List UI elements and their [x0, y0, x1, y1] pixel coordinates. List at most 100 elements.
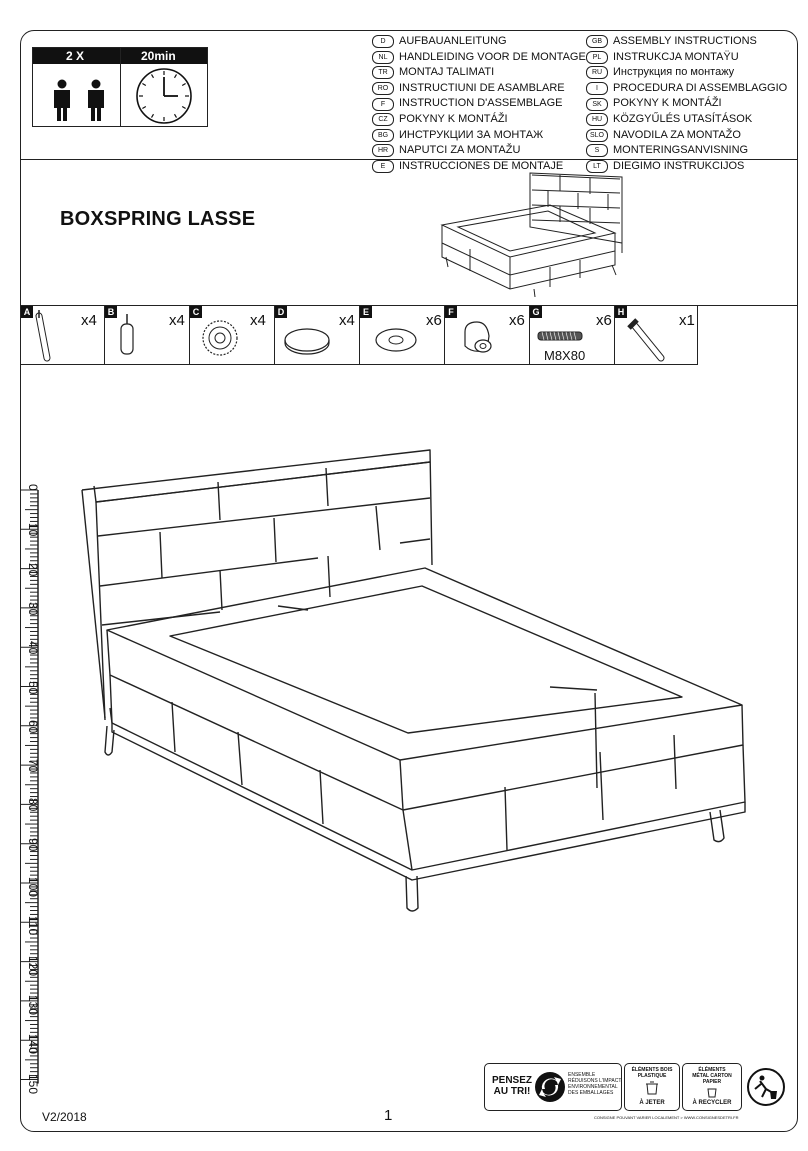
- people-time-box: 2 X 20min: [32, 47, 208, 127]
- part-letter: B: [105, 306, 117, 318]
- part-quantity: x6: [509, 312, 525, 329]
- language-code-badge: I: [586, 82, 608, 96]
- page-number: 1: [384, 1107, 393, 1124]
- language-row: PL INSTRUKCJA MONTAŸU: [586, 50, 787, 66]
- part-quantity: x6: [596, 312, 612, 329]
- recycle-arrows-icon: [535, 1072, 565, 1102]
- part-letter: E: [360, 306, 372, 318]
- bed-illustration: [81, 449, 746, 912]
- bed-thumbnail: [440, 172, 623, 298]
- language-code-badge: RU: [586, 66, 608, 80]
- part-quantity: x4: [250, 312, 266, 329]
- trash-bin-icon: [646, 1081, 658, 1095]
- persons-icon: [54, 79, 104, 121]
- ruler-label: 70: [26, 759, 40, 773]
- language-row: HU KÖZGYŰLÉS UTASÍTÁSOK: [586, 112, 787, 128]
- connector-icon: [464, 321, 492, 353]
- ruler-label: 90: [26, 837, 40, 852]
- part-letter: C: [190, 306, 202, 318]
- trash-box: [624, 1063, 680, 1111]
- language-code-badge: CZ: [372, 113, 394, 127]
- product-title: BOXSPRING LASSE: [60, 208, 256, 230]
- washer-icon: [375, 328, 417, 352]
- people-count: 2 X: [66, 49, 85, 63]
- pensez-au-tri-box: [484, 1063, 622, 1111]
- language-code-badge: S: [586, 144, 608, 158]
- part-quantity: x4: [81, 312, 97, 329]
- ruler-label: 150: [26, 1073, 40, 1094]
- language-code-badge: PL: [586, 50, 608, 64]
- ruler-label: 40: [26, 641, 40, 655]
- language-title: ИНСТРУКЦИИ ЗА МОНТАЖ: [399, 128, 544, 141]
- language-title: INSTRUCCIONES DE MONTAJE: [399, 159, 564, 172]
- language-title: INSTRUCTIUNI DE ASAMBLARE: [399, 81, 565, 94]
- long-leg-icon: [35, 310, 51, 362]
- language-title: INSTRUCTION D'ASSEMBLAGE: [399, 97, 563, 110]
- gear-washer-icon: [202, 320, 238, 356]
- ruler-label: 50: [26, 680, 40, 694]
- ruler-label: 30: [26, 601, 40, 616]
- a-jeter-label: À JETER: [639, 1100, 665, 1106]
- part-quantity: x6: [426, 312, 442, 329]
- clock-icon: [136, 68, 192, 124]
- pensez-label: PENSEZ: [491, 1075, 532, 1086]
- language-title: HANDLEIDING VOOR DE MONTAGE: [399, 50, 586, 63]
- tidyman-icon: [747, 1068, 785, 1106]
- language-row: CZ POKYNY K MONTÁŽI: [372, 112, 586, 128]
- language-title: DIEGIMO INSTRUKCIJOS: [613, 159, 745, 172]
- language-title: KÖZGYŰLÉS UTASÍTÁSOK: [613, 112, 753, 125]
- short-leg-icon: [120, 314, 134, 355]
- language-code-badge: NL: [372, 50, 394, 64]
- au-tri-label: AU TRI!: [493, 1086, 531, 1097]
- divider-header: [20, 159, 798, 160]
- language-code-badge: SK: [586, 97, 608, 111]
- language-code-badge: E: [372, 160, 394, 174]
- language-code-badge: TR: [372, 66, 394, 80]
- duration: 20min: [141, 49, 176, 63]
- language-row: I PROCEDURA DI ASSEMBLAGGIO: [586, 81, 787, 97]
- part-letter: H: [615, 306, 627, 318]
- language-title: POKYNY K MONTÁŽI: [399, 112, 508, 125]
- language-code-badge: RO: [372, 82, 394, 96]
- page-frame: [20, 30, 798, 1132]
- part-letter: F: [445, 306, 457, 318]
- language-code-badge: LT: [586, 160, 608, 174]
- ruler: [20, 489, 39, 1084]
- language-row: E INSTRUCCIONES DE MONTAJE: [372, 159, 586, 175]
- ruler-label: 60: [26, 719, 40, 734]
- language-code-badge: HR: [372, 144, 394, 158]
- language-row: NL HANDLEIDING VOOR DE MONTAGE: [372, 50, 586, 66]
- ensemble-text: ENSEMBLE RÉDUISONS L'IMPACT ENVIRONNEMEN…: [568, 1072, 622, 1096]
- language-code-badge: HU: [586, 113, 608, 127]
- language-title: PROCEDURA DI ASSEMBLAGGIO: [613, 81, 788, 94]
- allen-key-icon: [627, 318, 665, 362]
- part-letter: G: [530, 306, 542, 318]
- ruler-label: 110: [26, 916, 40, 936]
- language-code-badge: GB: [586, 35, 608, 49]
- recycling-note: CONSIGNE POUVANT VARIER LOCALEMENT > WWW…: [594, 1115, 739, 1120]
- ruler-label: 130: [26, 994, 40, 1015]
- part-quantity: x4: [339, 312, 355, 329]
- language-title: POKYNY K MONTÁŽI: [613, 97, 722, 110]
- part-label: M8X80: [544, 348, 586, 363]
- language-title: INSTRUKCJA MONTAŸU: [613, 50, 739, 63]
- felt-pad-icon: [284, 328, 330, 355]
- ruler-label: 80: [26, 798, 40, 812]
